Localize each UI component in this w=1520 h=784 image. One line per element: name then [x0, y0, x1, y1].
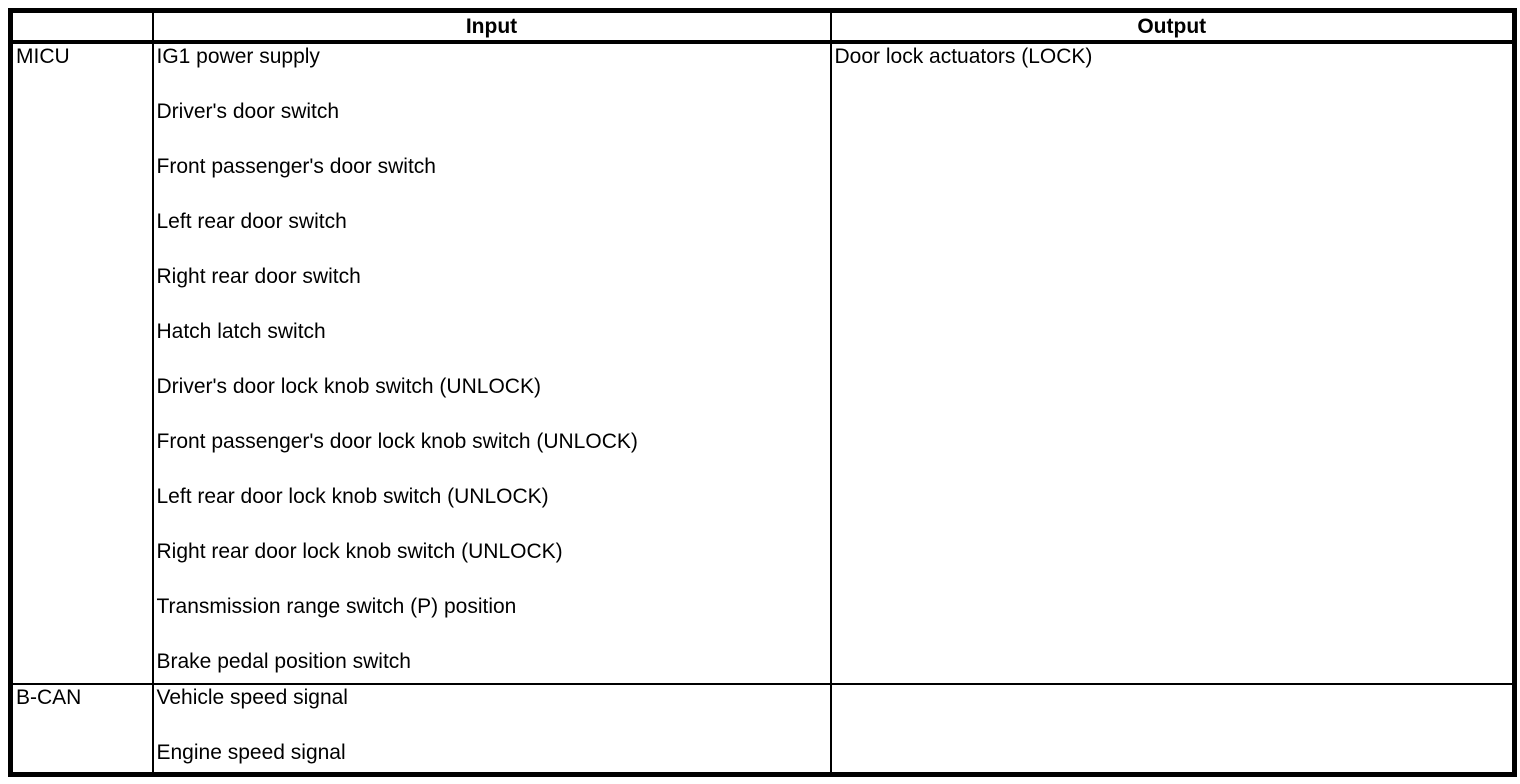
input-item: Hatch latch switch [156, 320, 326, 343]
source-label: B-CAN [16, 686, 82, 709]
input-item: Vehicle speed signal [156, 686, 348, 709]
input-item: Front passenger's door lock knob switch … [156, 430, 638, 453]
source-cell: B-CAN [9, 683, 154, 776]
input-item: Brake pedal position switch [156, 650, 411, 673]
header-input: Input [151, 9, 832, 44]
input-item: IG1 power supply [156, 45, 320, 68]
output-cell [829, 683, 1516, 776]
input-item: Right rear door lock knob switch (UNLOCK… [156, 540, 563, 563]
output-item: Door lock actuators (LOCK) [834, 45, 1093, 68]
input-item: Engine speed signal [156, 741, 346, 764]
input-item: Left rear door lock knob switch (UNLOCK) [156, 485, 549, 508]
input-item: Front passenger's door switch [156, 155, 436, 178]
source-cell: MICU [9, 41, 154, 685]
input-item: Left rear door switch [156, 210, 347, 233]
header-output: Output [829, 9, 1516, 44]
input-item: Driver's door lock knob switch (UNLOCK) [156, 375, 541, 398]
input-item: Right rear door switch [156, 265, 361, 288]
input-item: Driver's door switch [156, 100, 340, 123]
header-row: Input Output [9, 9, 1516, 44]
source-label: MICU [16, 45, 70, 68]
input-item: Transmission range switch (P) position [156, 595, 517, 618]
header-source [9, 9, 154, 44]
output-cell: Door lock actuators (LOCK) [829, 41, 1516, 685]
